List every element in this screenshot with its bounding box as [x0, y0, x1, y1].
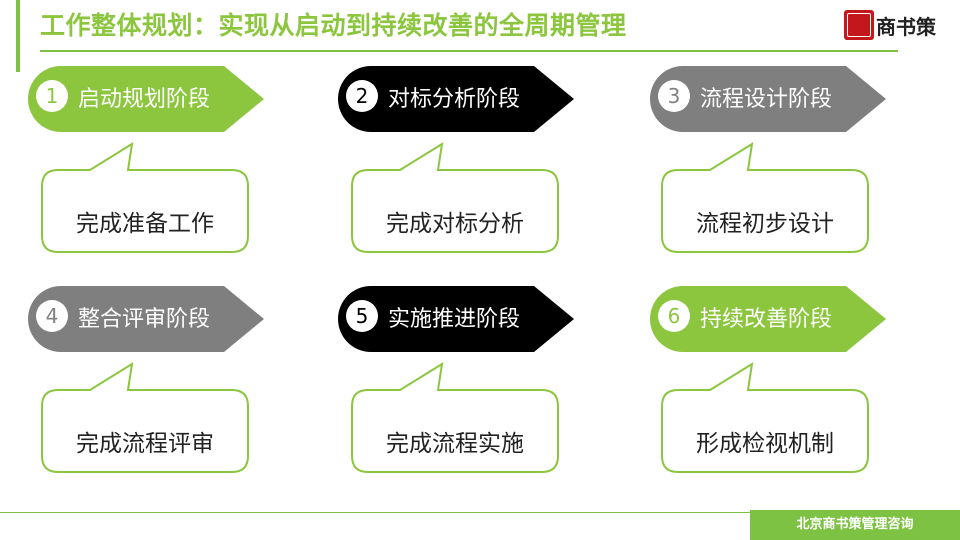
callout-shape	[661, 142, 869, 253]
stage-label: 持续改善阶段	[700, 307, 833, 332]
stage-label: 启动规划阶段	[78, 87, 211, 112]
footer-label: 北京商书策管理咨询	[750, 510, 960, 540]
stage-label: 流程设计阶段	[700, 87, 833, 112]
stage-result-callout-5: 完成流程实施	[350, 362, 560, 474]
footer-divider	[0, 512, 960, 513]
page-title: 工作整体规划：实现从启动到持续改善的全周期管理	[40, 11, 627, 40]
stage-arrow-shape	[28, 66, 264, 132]
stage-banner-5: 5 实施推进阶段	[338, 286, 574, 352]
stage-result-callout-3: 流程初步设计	[660, 142, 870, 254]
stage-result: 完成准备工作	[76, 211, 214, 237]
stage-number: 3	[658, 80, 690, 112]
stage-arrow-shape	[650, 286, 886, 352]
callout-shape	[661, 362, 869, 473]
stage-result: 完成流程实施	[386, 431, 524, 457]
stage-banner-1: 1 启动规划阶段	[28, 66, 264, 132]
stage-result-callout-1: 完成准备工作	[40, 142, 250, 254]
seal-icon	[844, 10, 874, 40]
stage-result-callout-2: 完成对标分析	[350, 142, 560, 254]
callout-shape	[351, 142, 559, 253]
stage-arrow-shape	[338, 286, 574, 352]
stage-label: 整合评审阶段	[78, 307, 211, 332]
callout-shape	[41, 362, 249, 473]
stage-number: 2	[346, 80, 378, 112]
title-accent-bar	[16, 0, 20, 72]
stage-label: 实施推进阶段	[388, 307, 521, 332]
callout-shape	[41, 142, 249, 253]
stage-banner-3: 3 流程设计阶段	[650, 66, 886, 132]
stage-result: 流程初步设计	[696, 211, 834, 237]
stage-number: 4	[36, 300, 68, 332]
stage-arrow-shape	[650, 66, 886, 132]
stage-result: 完成流程评审	[76, 431, 214, 457]
callout-shape	[351, 362, 559, 473]
brand-logo: 商书策	[844, 10, 936, 40]
logo-text: 商书策	[876, 14, 936, 39]
stage-arrow-shape	[28, 286, 264, 352]
stage-number: 5	[346, 300, 378, 332]
stage-arrow-shape	[338, 66, 574, 132]
stage-label: 对标分析阶段	[388, 87, 521, 112]
stage-number: 1	[36, 80, 68, 112]
stage-result: 形成检视机制	[696, 431, 834, 457]
stage-result: 完成对标分析	[386, 211, 524, 237]
stage-banner-4: 4 整合评审阶段	[28, 286, 264, 352]
stage-result-callout-6: 形成检视机制	[660, 362, 870, 474]
title-underline	[40, 50, 898, 52]
stage-banner-2: 2 对标分析阶段	[338, 66, 574, 132]
stage-result-callout-4: 完成流程评审	[40, 362, 250, 474]
stage-number: 6	[658, 300, 690, 332]
stage-banner-6: 6 持续改善阶段	[650, 286, 886, 352]
